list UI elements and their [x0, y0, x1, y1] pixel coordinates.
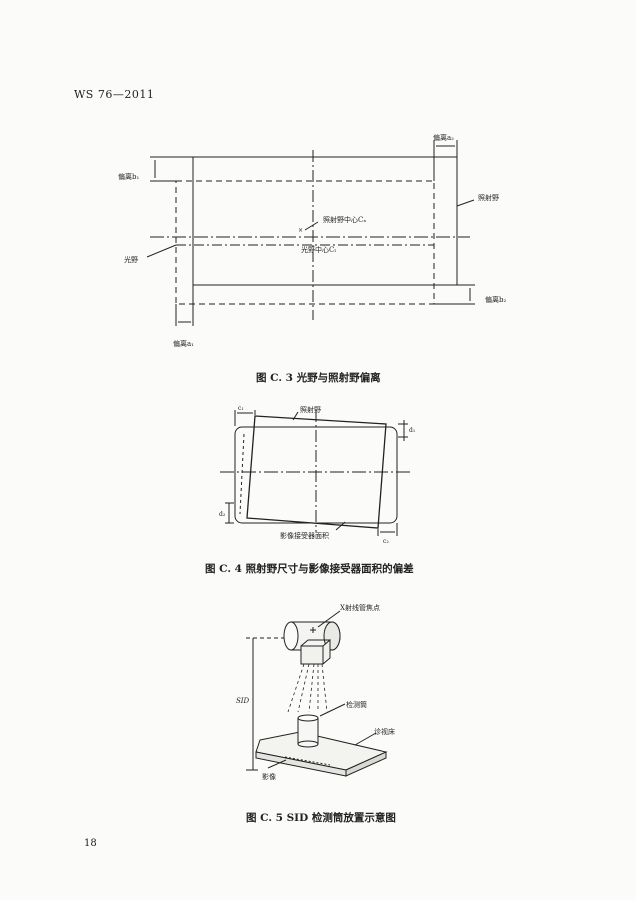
- label-radiation-field: 照射野: [478, 193, 499, 202]
- label-c2: c₂: [383, 538, 389, 545]
- label-receptor-area: 影像接受器面积: [280, 531, 329, 540]
- label-offset-a1: 偏离a₁: [173, 339, 194, 348]
- document-header: WS 76—2011: [74, 88, 155, 101]
- page-number: 18: [84, 838, 97, 849]
- label-light-center: 光野中心Cₗ: [301, 245, 336, 254]
- label-sid: SID: [236, 697, 250, 705]
- label-table: 诊视床: [374, 727, 395, 736]
- caption-figure-c3: 图 C. 3 光野与照射野偏离: [256, 372, 381, 384]
- label-image: 影像: [262, 772, 276, 781]
- svg-text:×: ×: [298, 227, 303, 234]
- label-c1: c₁: [238, 405, 244, 412]
- label-offset-b2: 偏离b₂: [485, 295, 506, 304]
- label-offset-a2: 偏离a₂: [433, 133, 454, 142]
- label-offset-b1: 偏离b₁: [118, 172, 139, 181]
- label-d1: d₁: [409, 427, 415, 434]
- detector-cylinder: [297, 717, 319, 745]
- label-d2: d₂: [219, 511, 226, 518]
- label-radiation-center: 照射野中心Cₓ: [323, 215, 366, 224]
- radiation-field-rect: [175, 180, 435, 305]
- label-focus: X射线管焦点: [340, 603, 380, 612]
- light-field-rect: [192, 156, 458, 286]
- label-c4-radiation-field: 照射野: [300, 405, 321, 414]
- caption-figure-c4: 图 C. 4 照射野尺寸与影像接受器面积的偏差: [205, 563, 414, 575]
- radiation-field-polygon: [246, 415, 387, 529]
- label-light-field: 光野: [124, 255, 138, 264]
- label-cylinder: 检测筒: [346, 700, 367, 709]
- caption-figure-c5: 图 C. 5 SID 检测筒放置示意图: [246, 812, 396, 824]
